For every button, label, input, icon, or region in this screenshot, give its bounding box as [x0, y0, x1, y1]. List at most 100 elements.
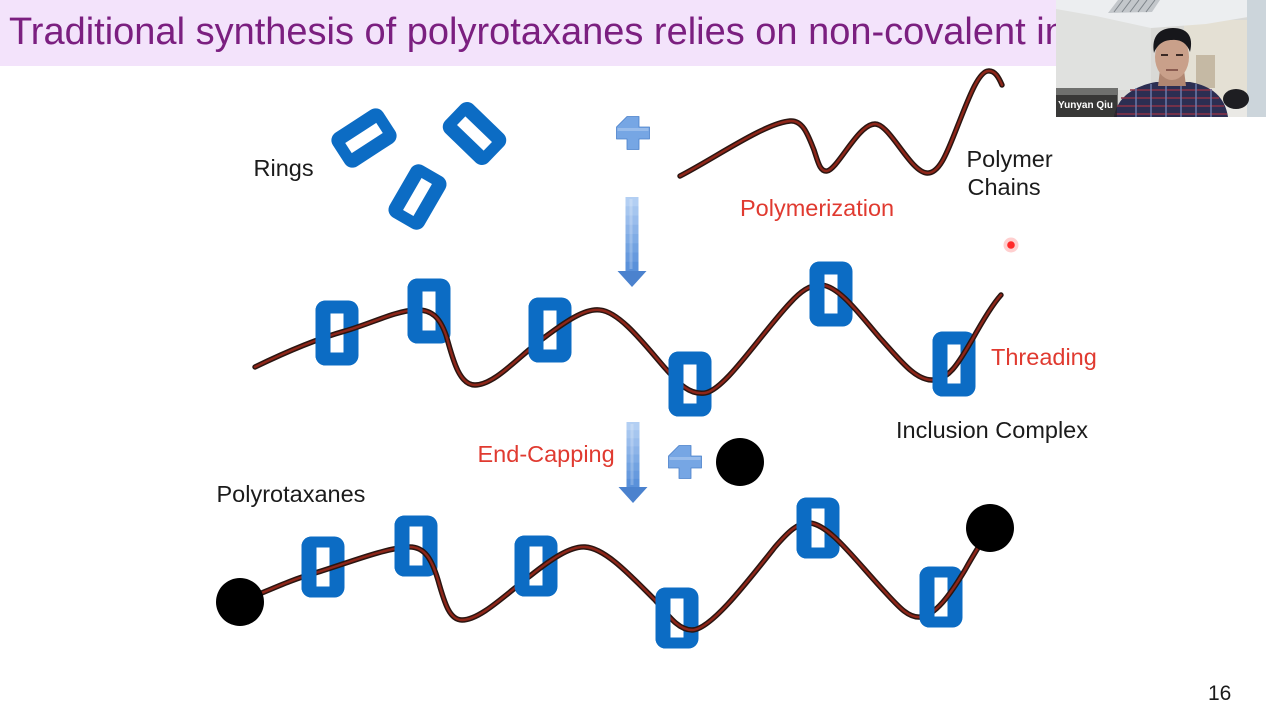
arrow-shaft-segment: [625, 234, 639, 244]
threaded-ring-front-edge: [668, 351, 684, 417]
free-rings-group: [331, 101, 507, 230]
webcam-video-tile[interactable]: Yunyan Qiu: [1056, 0, 1266, 117]
arrow-shaft-segment: [625, 261, 639, 272]
plus-icon: [616, 116, 650, 150]
ring-cavity: [403, 177, 432, 217]
inclusion-complex-group: [252, 261, 1004, 417]
arrow-shaft-segment: [626, 478, 640, 488]
rings-label: Rings: [254, 155, 314, 181]
background-chair: [1223, 89, 1249, 109]
slide-page-number: 16: [1208, 682, 1231, 705]
polyrotaxanes-label: Polyrotaxanes: [217, 481, 366, 507]
polymer-chain-outline: [237, 520, 993, 633]
webcam-video-feed: [1056, 0, 1266, 117]
ring-cavity: [457, 116, 492, 151]
vent-slat: [1113, 0, 1124, 13]
ring-cavity: [345, 122, 383, 154]
arrow-shaft-highlight: [630, 424, 634, 485]
arrow-shaft-segment: [625, 206, 639, 217]
arrow-shaft-segment: [626, 422, 640, 431]
polymer-chain-outline: [677, 68, 1005, 179]
threaded-polymer-chain: [237, 520, 993, 633]
free-polymer-chain: [677, 68, 1005, 179]
threaded-ring-front-edge: [796, 497, 812, 559]
arrow-shaft-segment: [625, 197, 639, 207]
arrow-shaft-segment: [626, 470, 640, 480]
ring-cavity: [683, 364, 697, 404]
polymer-chain-core: [678, 69, 1004, 178]
arrow-head: [617, 271, 647, 287]
background-door: [1196, 55, 1215, 88]
polymer-chains-label-line-1: Polymer: [967, 146, 1053, 172]
polymer-chain-core: [238, 521, 992, 632]
plus-highlight: [669, 457, 701, 460]
threaded-ring-front-edges: [315, 261, 948, 417]
ring-cavity: [316, 547, 330, 587]
participant-figure: [1114, 28, 1228, 117]
polymer-chains-label: Polymer Chains: [967, 146, 1060, 200]
diagram-labels: Rings Polymer Chains Polymerization Thre…: [217, 146, 1232, 705]
participant-name-label: Yunyan Qiu: [1056, 95, 1117, 117]
threaded-ring-front-edge: [394, 515, 410, 577]
threaded-polymer-chain: [252, 282, 1004, 396]
polymerization-step-label: Polymerization: [740, 195, 894, 221]
polymer-chain-outline: [252, 282, 1004, 396]
arrow-head: [618, 487, 648, 503]
arrow-shaft-segment: [626, 446, 640, 456]
threaded-ring-front-edge: [528, 297, 544, 363]
plus-shape: [616, 116, 650, 150]
arrow-shaft-segment: [625, 252, 639, 263]
free-ring: [331, 108, 397, 168]
polymer-chain-core: [253, 283, 1003, 395]
window-edge: [1247, 0, 1266, 117]
participant-mouth: [1166, 69, 1178, 71]
vent-slat: [1145, 0, 1156, 13]
free-ring: [388, 164, 447, 230]
threading-step-label: Threading: [991, 344, 1097, 370]
arrow-shaft-highlight: [629, 199, 633, 269]
diagram-shapes: [216, 68, 1014, 649]
threaded-ring-front-edge: [932, 331, 948, 397]
vent-slat: [1121, 0, 1132, 13]
down-arrow-icon: [618, 422, 648, 503]
polyrotaxane-group: [216, 497, 1014, 649]
free-ring: [442, 101, 507, 166]
threaded-ring-front-edge: [655, 587, 671, 649]
arrow-shaft-segment: [625, 215, 639, 226]
shirt-plaid-pattern: [1115, 84, 1227, 117]
arrow-shaft-segment: [626, 430, 640, 439]
arrow-shaft-segment: [626, 462, 640, 472]
participant-eye: [1176, 54, 1183, 56]
threaded-ring-front-edge: [809, 261, 825, 327]
stopper-ball-icon: [966, 504, 1014, 552]
arrow-shaft-segment: [625, 243, 639, 254]
participant-shirt: [1114, 82, 1228, 117]
threaded-ring-front-edge: [315, 300, 331, 366]
threaded-ring-front-edge: [514, 535, 530, 597]
laser-pointer-dot: [1003, 237, 1019, 253]
slide-title: Traditional synthesis of polyrotaxanes r…: [9, 10, 1066, 53]
threaded-ring-front-edge: [407, 278, 423, 344]
participant-face: [1155, 34, 1189, 80]
pointer-layer: [1003, 237, 1019, 253]
room-ceiling: [1056, 0, 1266, 28]
slide-title-bar: Traditional synthesis of polyrotaxanes r…: [0, 0, 1266, 66]
stopper-ball-icon: [216, 578, 264, 626]
ceiling-vent-slats: [1113, 0, 1156, 13]
down-arrow-icon: [617, 197, 647, 287]
threaded-ring-front-edges: [301, 497, 935, 649]
arrow-shaft-segment: [626, 454, 640, 464]
plus-shape: [668, 445, 702, 479]
arrow-shaft-segment: [625, 224, 639, 235]
vent-slat: [1129, 0, 1140, 13]
arrow-shaft-segment: [626, 438, 640, 447]
threaded-ring-front-edge: [301, 536, 317, 598]
vent-slat: [1137, 0, 1148, 13]
end-capping-step-label: End-Capping: [478, 441, 615, 467]
end-capping-stopper-reagent: [716, 438, 764, 486]
polymer-chains-label-line-2: Chains: [968, 174, 1041, 200]
laser-pointer-core: [1007, 241, 1015, 249]
